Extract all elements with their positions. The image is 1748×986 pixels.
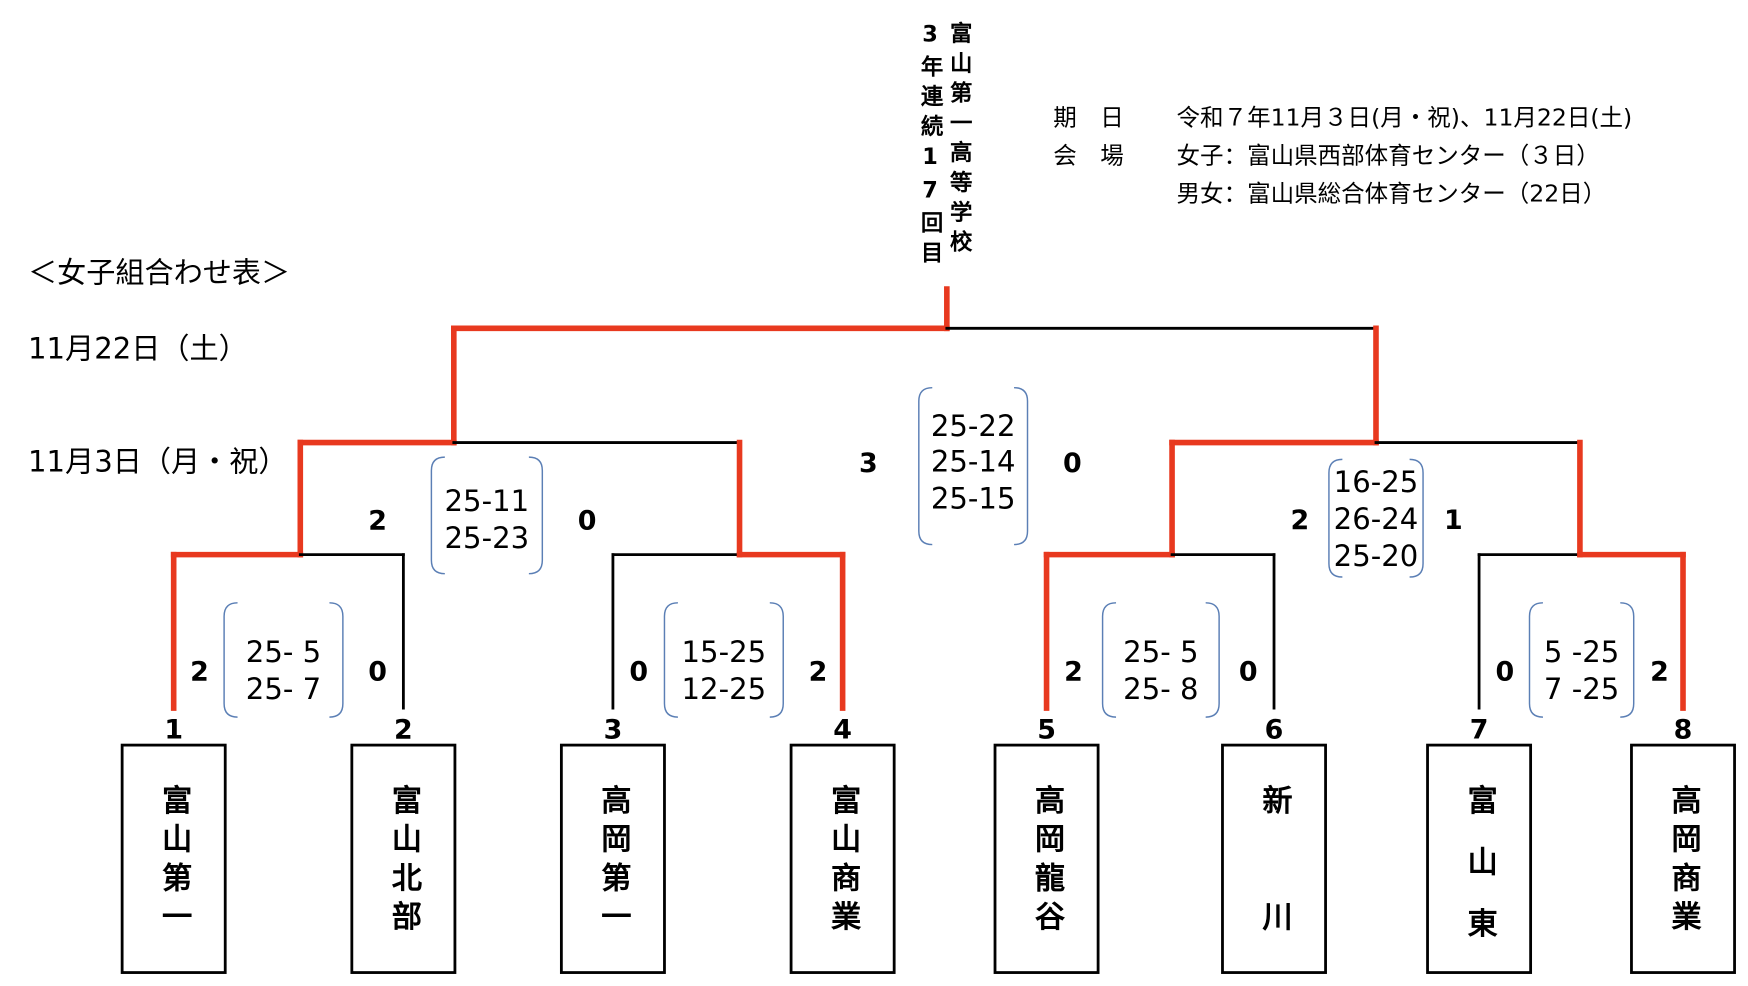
team-name: 高岡第一: [595, 784, 631, 939]
set-scores-bracket-left: [430, 456, 445, 575]
team-box: [350, 743, 457, 974]
set-score: 12-25: [682, 672, 767, 706]
set-score: 5 -25: [1544, 635, 1619, 669]
left-match-score: 0: [629, 657, 648, 688]
venue-label: 会 場: [1053, 142, 1124, 170]
date-value: 令和７年11月３日(月・祝)、11月22日(土): [1177, 103, 1633, 131]
set-scores-bracket-right: [1014, 386, 1029, 546]
set-scores-bracket-right: [329, 602, 344, 718]
right-match-score: 0: [1239, 657, 1258, 688]
set-score: 25- 5: [1123, 635, 1198, 669]
final-date: 11月22日（土）: [28, 332, 248, 366]
team-name: 富山商業: [825, 783, 861, 939]
early-rounds-date: 11月3日（月・祝）: [28, 445, 287, 479]
team-box: [789, 743, 896, 974]
team-box: [1630, 743, 1736, 974]
seed-number: 6: [1265, 714, 1284, 745]
right-match-score: 1: [1444, 505, 1463, 536]
set-scores-bracket-left: [663, 602, 678, 718]
set-scores-bracket-right: [1205, 602, 1220, 718]
left-match-score: 2: [1064, 657, 1083, 688]
team-name: 富山第一: [156, 783, 192, 939]
seed-number: 5: [1037, 714, 1056, 745]
set-score: 25-14: [931, 445, 1016, 479]
team-name: 富山北部: [386, 783, 422, 939]
team-name: 新川: [1257, 784, 1293, 986]
team-name: 高岡龍谷: [1029, 784, 1065, 939]
set-score: 25-11: [445, 484, 530, 518]
set-score: 25- 8: [1123, 672, 1198, 706]
left-match-score: 3: [859, 448, 878, 479]
team-box: [1426, 743, 1533, 974]
set-score: 25- 7: [246, 672, 321, 706]
seed-number: 8: [1674, 714, 1693, 745]
left-match-score: 2: [368, 505, 387, 536]
right-match-score: 0: [1063, 448, 1082, 479]
right-match-score: 2: [809, 657, 828, 688]
set-scores-bracket-right: [1620, 602, 1635, 718]
set-scores-bracket-left: [223, 602, 238, 718]
venue-women: 女子：富山県西部体育センター（３日）: [1177, 142, 1600, 170]
left-match-score: 2: [190, 657, 209, 688]
team-box: [993, 743, 1100, 974]
set-score: 25-15: [931, 482, 1016, 516]
team-name: 富山東: [1462, 783, 1498, 969]
team-name: 高岡商業: [1666, 784, 1702, 939]
seed-number: 3: [604, 714, 623, 745]
set-scores-bracket-left: [1328, 458, 1343, 578]
set-scores-bracket-left: [918, 386, 933, 546]
right-match-score: 0: [578, 505, 597, 536]
seed-number: 4: [833, 714, 852, 745]
right-match-score: 0: [368, 657, 387, 688]
bracket-lines: [170, 286, 1686, 711]
set-score: 16-25: [1334, 465, 1419, 499]
bracket-title: ＜女子組合わせ表＞: [28, 255, 290, 289]
set-scores-bracket-right: [769, 602, 784, 718]
set-scores-bracket-left: [1528, 602, 1543, 718]
champion-streak: 3年連続17回目: [917, 21, 943, 270]
set-scores-bracket-left: [1101, 602, 1117, 718]
team-box: [120, 743, 227, 974]
right-match-score: 2: [1650, 657, 1669, 688]
set-score: 25- 5: [246, 635, 321, 669]
seed-number: 7: [1470, 714, 1489, 745]
date-label: 期 日: [1053, 103, 1124, 131]
left-match-score: 2: [1290, 505, 1309, 536]
set-score: 25-23: [445, 521, 530, 555]
team-box: [559, 743, 666, 974]
left-match-score: 0: [1495, 657, 1514, 688]
champion-school: 富山第一高等学校: [946, 20, 972, 260]
seed-number: 1: [164, 714, 183, 745]
venue-both: 男女：富山県総合体育センター（22日）: [1177, 180, 1607, 208]
set-score: 15-25: [682, 635, 767, 669]
set-score: 25-22: [931, 409, 1016, 443]
set-score: 7 -25: [1544, 672, 1619, 706]
team-box: [1221, 743, 1327, 974]
seed-number: 2: [394, 714, 413, 745]
set-scores-bracket-right: [528, 456, 544, 575]
set-scores-bracket-right: [1409, 458, 1424, 578]
set-score: 25-20: [1334, 539, 1419, 573]
set-score: 26-24: [1334, 502, 1419, 536]
